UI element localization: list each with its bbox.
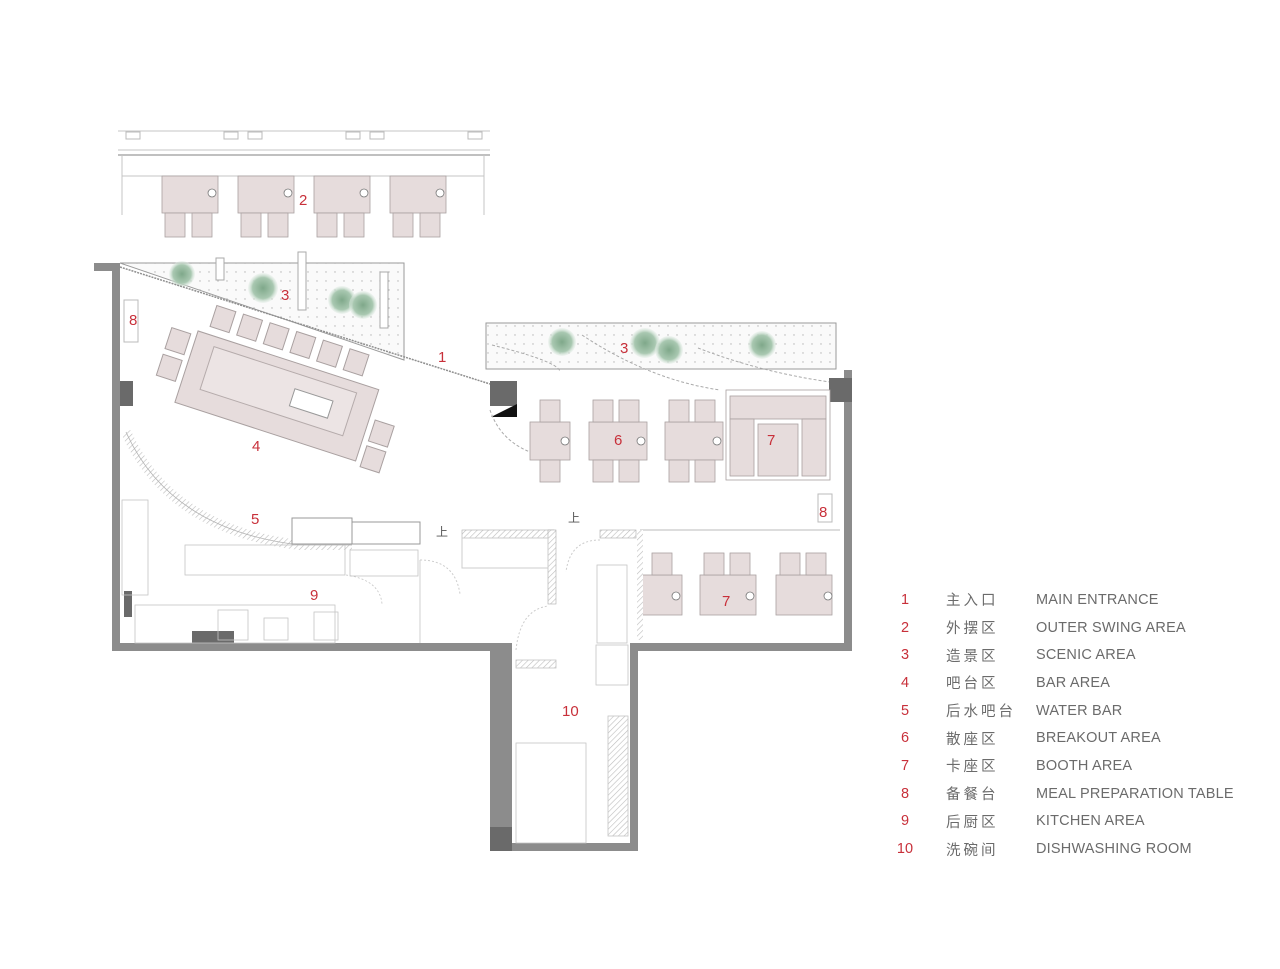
legend-number: 1 [900,591,910,608]
legend-item: 1 主入口 MAIN ENTRANCE [880,586,1260,614]
bar-area [155,304,395,474]
label-booth-bottom: 7 [722,593,730,610]
legend-chinese: 卡座区 [946,759,999,776]
legend-english: WATER BAR [1036,702,1123,719]
label-scenic-right: 3 [620,340,628,357]
label-outer-swing: 2 [299,192,307,209]
label-meal-prep-left: 8 [129,312,137,329]
legend-english: BREAKOUT AREA [1036,730,1161,747]
legend-chinese: 后厨区 [946,814,999,831]
legend-chinese: 散座区 [946,731,999,748]
label-booth-top: 7 [767,432,775,449]
dishwashing-room [515,564,629,844]
legend-chinese: 洗碗间 [946,842,999,859]
meal-prep-left [123,299,139,343]
legend-item: 10 洗碗间 DISHWASHING ROOM [880,835,1260,863]
label-bar: 4 [252,438,260,455]
legend-chinese: 备餐台 [946,787,999,804]
legend-english: MEAL PREPARATION TABLE [1036,785,1234,802]
label-main-entrance: 1 [438,349,446,366]
legend-number: 3 [900,647,910,664]
outer-swing-area [118,130,490,238]
legend-chinese: 外摆区 [946,621,999,638]
legend-number: 7 [900,757,910,774]
label-dishwashing: 10 [562,703,579,720]
legend-item: 5 后水吧台 WATER BAR [880,697,1260,725]
legend-chinese: 后水吧台 [946,704,1016,721]
legend-number: 9 [900,813,910,830]
legend-number: 6 [900,730,910,747]
label-water-bar: 5 [251,511,259,528]
label-breakout: 6 [614,432,622,449]
stair-mark: 上 [436,525,448,539]
label-meal-prep-right: 8 [819,504,827,521]
booth-area-top [725,389,831,481]
label-kitchen: 9 [310,587,318,604]
legend-number: 4 [900,674,910,691]
stair-mark: 上 [568,511,580,525]
legend: 1 主入口 MAIN ENTRANCE 2 外摆区 OUTER SWING AR… [880,586,1260,863]
legend-number: 2 [900,619,910,636]
legend-item: 2 外摆区 OUTER SWING AREA [880,614,1260,642]
label-scenic-left: 3 [281,287,289,304]
legend-item: 8 备餐台 MEAL PREPARATION TABLE [880,780,1260,808]
meal-prep-right [817,493,833,523]
booth-area-bottom [641,552,833,616]
legend-item: 3 造景区 SCENIC AREA [880,641,1260,669]
legend-item: 9 后厨区 KITCHEN AREA [880,808,1260,836]
legend-item: 4 吧台区 BAR AREA [880,669,1260,697]
legend-chinese: 吧台区 [946,676,999,693]
legend-item: 6 散座区 BREAKOUT AREA [880,724,1260,752]
legend-english: OUTER SWING AREA [1036,619,1186,636]
kitchen-area [121,499,421,644]
legend-english: SCENIC AREA [1036,647,1136,664]
legend-english: BAR AREA [1036,674,1111,691]
legend-number: 10 [896,841,914,858]
scenic-area-right [485,322,837,391]
legend-chinese: 造景区 [946,648,999,665]
legend-english: MAIN ENTRANCE [1036,591,1159,608]
legend-english: KITCHEN AREA [1036,813,1145,830]
legend-number: 8 [900,785,910,802]
walls [94,263,852,851]
legend-number: 5 [900,702,910,719]
legend-english: DISHWASHING ROOM [1036,841,1192,858]
area-labels: 1 2 3 3 4 5 6 7 7 8 8 9 10 [129,192,827,720]
legend-english: BOOTH AREA [1036,757,1133,774]
legend-chinese: 主入口 [946,593,999,610]
legend-item: 7 卡座区 BOOTH AREA [880,752,1260,780]
water-bar [121,429,421,550]
columns [120,378,852,851]
breakout-area [529,399,724,483]
